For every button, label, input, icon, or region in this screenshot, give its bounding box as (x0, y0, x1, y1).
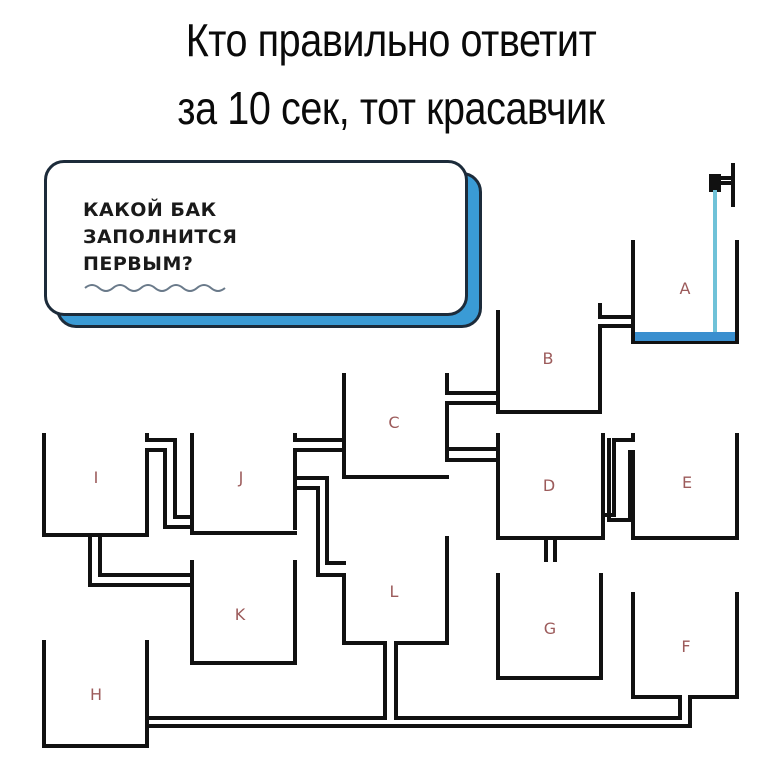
tank-label-k: K (235, 605, 246, 624)
tank-label-l: L (390, 582, 399, 601)
tank-label-i: I (94, 468, 99, 487)
tank-label-f: F (681, 637, 690, 656)
tank-label-d: D (543, 476, 555, 495)
tank-h-walls (42, 640, 149, 748)
tank-label-j: J (238, 468, 244, 487)
tank-l-walls (342, 573, 387, 645)
wave-underline-icon (84, 284, 226, 292)
headline-line-2: за 10 сек, тот красавчик (177, 82, 605, 134)
water-stream (713, 190, 717, 332)
tank-b-walls (496, 310, 602, 414)
tank-d-walls (496, 433, 605, 540)
tank-a-walls (631, 240, 739, 344)
tank-label-g: G (544, 619, 556, 638)
headline-line-1: Кто правильно ответит (185, 14, 597, 66)
tank-f-walls (631, 592, 682, 699)
question-text: КАКОЙ БАК ЗАПОЛНИТСЯ ПЕРВЫМ? (83, 199, 238, 275)
tank-j-walls (190, 433, 297, 535)
water-fill-a (635, 332, 735, 341)
question-panel: КАКОЙ БАК ЗАПОЛНИТСЯ ПЕРВЫМ? (44, 160, 468, 316)
tank-label-c: C (388, 413, 399, 432)
tank-e-walls (631, 433, 739, 540)
tank-label-b: B (543, 349, 554, 368)
tank-i-walls (42, 433, 149, 537)
tank-k-walls (190, 560, 297, 665)
tank-label-e: E (682, 473, 692, 492)
tank-label-a: A (680, 279, 691, 298)
tank-g-walls (496, 573, 603, 680)
tank-label-h: H (90, 685, 102, 704)
